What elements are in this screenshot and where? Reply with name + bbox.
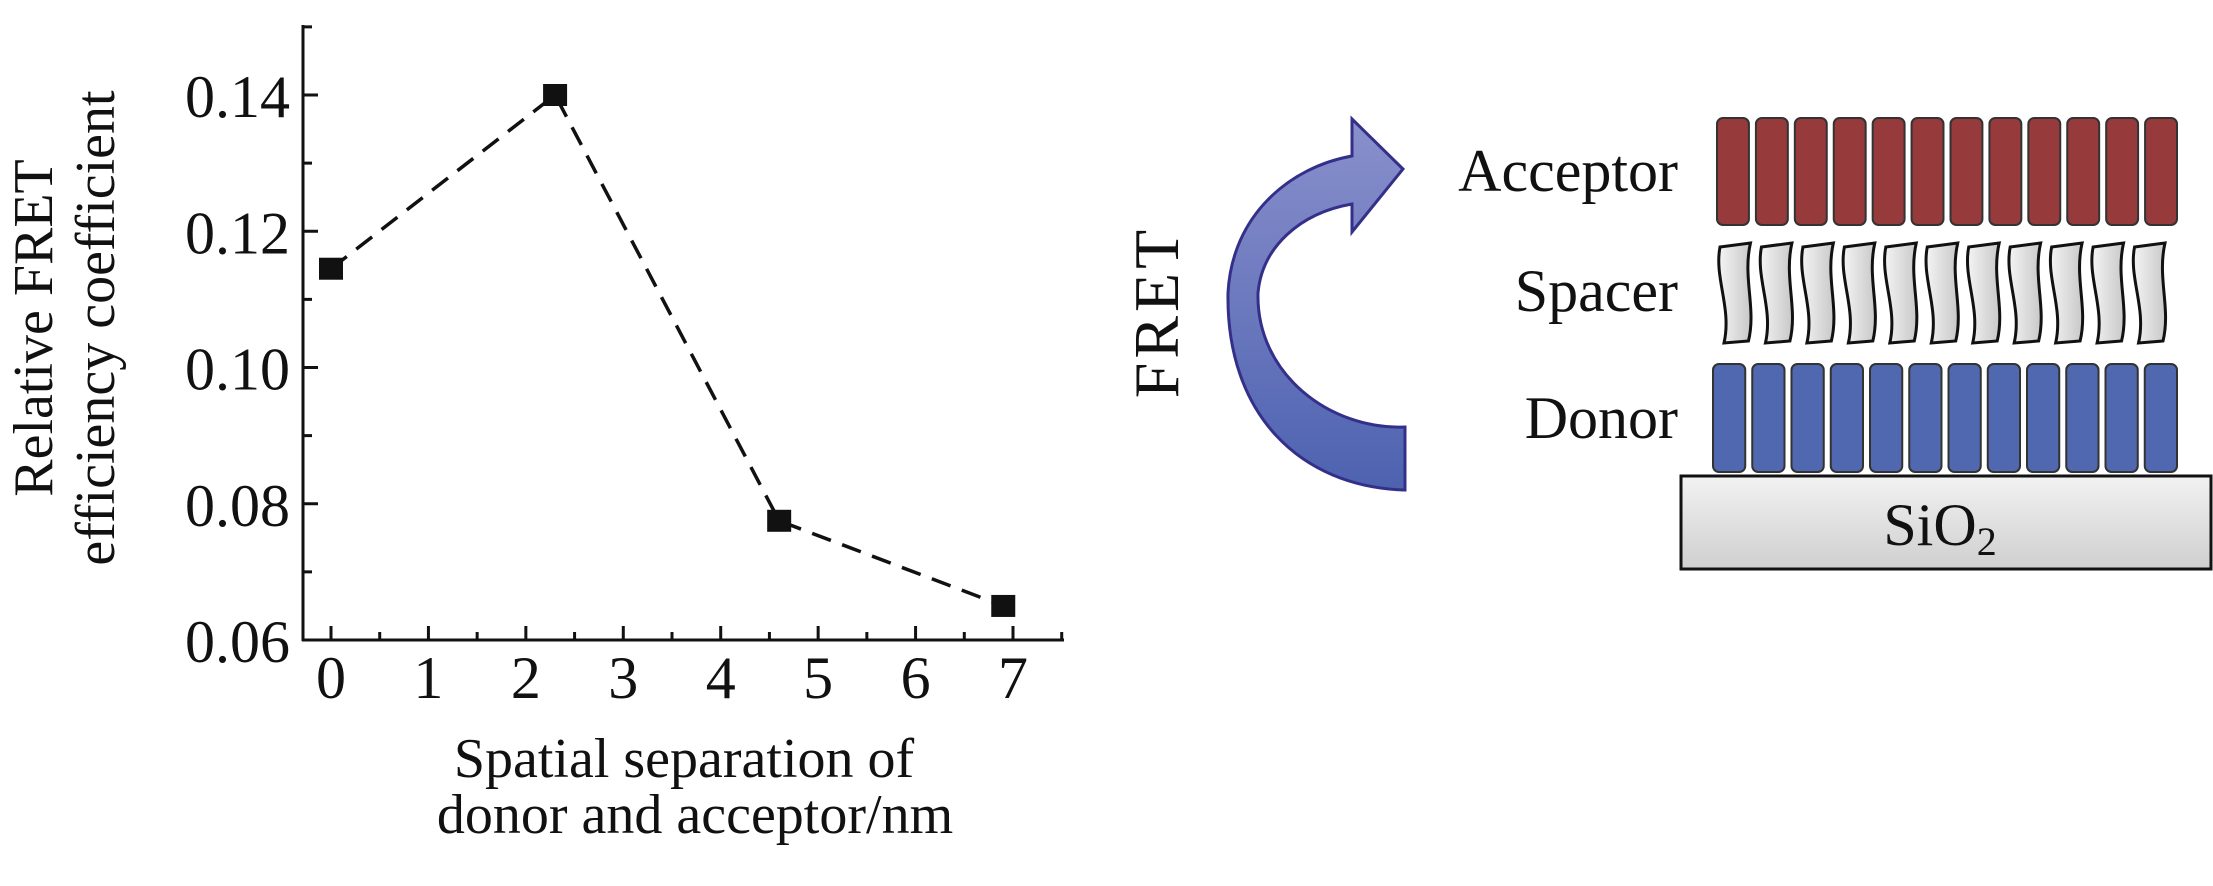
fret-arrow-icon bbox=[1226, 115, 1407, 492]
y-tick-label: 0.08 bbox=[185, 473, 290, 539]
spacer-molecule bbox=[2090, 241, 2126, 345]
y-tick-label: 0.14 bbox=[185, 64, 290, 130]
spacer-molecule bbox=[1717, 241, 1753, 345]
data-point bbox=[319, 257, 343, 280]
x-tick-label: 6 bbox=[901, 645, 931, 711]
donor-label: Donor bbox=[1525, 385, 1678, 451]
y-tick-label: 0.12 bbox=[185, 200, 290, 266]
x-tick-label: 5 bbox=[803, 645, 833, 711]
molecule-bar bbox=[2105, 117, 2140, 226]
acceptor-layer bbox=[1716, 117, 2178, 226]
spacer-molecule bbox=[1758, 241, 1794, 345]
donor-layer bbox=[1712, 363, 2178, 473]
x-tick-label: 0 bbox=[316, 645, 346, 711]
molecule-bar bbox=[1869, 363, 1904, 473]
x-tick-label: 1 bbox=[413, 645, 443, 711]
spacer-molecule bbox=[1924, 241, 1960, 345]
spacer-molecule bbox=[1841, 241, 1877, 345]
molecule-bar bbox=[2066, 117, 2101, 226]
x-tick-label: 4 bbox=[706, 645, 736, 711]
sio2-substrate bbox=[1679, 474, 2213, 571]
molecule-bar bbox=[2027, 117, 2062, 226]
x-axis-label-line1: Spatial separation of bbox=[454, 728, 915, 790]
molecule-bar bbox=[1716, 117, 1750, 226]
molecule-bar bbox=[1790, 363, 1825, 473]
data-point bbox=[767, 509, 792, 532]
spacer-molecule bbox=[2007, 241, 2043, 345]
molecule-bar bbox=[1829, 363, 1864, 473]
sio2-label: SiO2 bbox=[1883, 492, 1996, 564]
x-tick-label: 7 bbox=[998, 645, 1028, 711]
molecule-bar bbox=[2143, 363, 2178, 473]
acceptor-label: Acceptor bbox=[1458, 138, 1678, 204]
molecule-bar bbox=[1751, 363, 1786, 473]
sio2-label-subscript: 2 bbox=[1977, 519, 1997, 564]
y-axis-label-line1: Relative FRET bbox=[3, 159, 65, 497]
spacer-layer bbox=[1717, 241, 2168, 345]
molecule-bar bbox=[2065, 363, 2100, 473]
x-tick-label: 2 bbox=[511, 645, 541, 711]
fret-diagram: FRET Acceptor Spacer Donor SiO2 bbox=[1121, 115, 2213, 571]
y-tick-label: 0.06 bbox=[185, 609, 290, 675]
molecule-bar bbox=[2104, 363, 2139, 473]
molecule-bar bbox=[1793, 117, 1828, 226]
sio2-label-main: SiO bbox=[1883, 492, 1976, 558]
x-axis-label-line2: donor and acceptor/nm bbox=[437, 784, 953, 846]
molecule-bar bbox=[1832, 117, 1867, 226]
spacer-molecule bbox=[1800, 241, 1836, 345]
data-point bbox=[991, 594, 1016, 617]
molecule-bar bbox=[1947, 363, 1982, 473]
spacer-molecule bbox=[2131, 241, 2168, 345]
molecule-bar bbox=[1986, 363, 2021, 473]
molecule-bar bbox=[1908, 363, 1943, 473]
series-line bbox=[329, 92, 1004, 608]
molecule-bar bbox=[2026, 363, 2061, 473]
y-tick-label: 0.10 bbox=[185, 337, 290, 403]
y-axis-label-line2: efficiency coefficient bbox=[65, 90, 127, 566]
molecule-bar bbox=[1910, 117, 1945, 226]
molecule-bar bbox=[1988, 117, 2023, 226]
fret-label: FRET bbox=[1121, 226, 1192, 398]
molecule-bar bbox=[1712, 363, 1747, 473]
spacer-molecule bbox=[1966, 241, 2002, 345]
x-tick-label: 3 bbox=[608, 645, 638, 711]
molecule-bar bbox=[1754, 117, 1789, 226]
molecule-bar bbox=[1871, 117, 1906, 226]
data-point bbox=[543, 84, 568, 106]
spacer-molecule bbox=[2048, 241, 2085, 345]
spacer-label: Spacer bbox=[1515, 258, 1678, 324]
molecule-bar bbox=[2144, 117, 2178, 226]
chart: 0.06 0.08 0.10 0.12 0.14 0 1 2 3 4 5 6 7 Spatial se… bbox=[3, 25, 1064, 846]
molecule-bar bbox=[1949, 117, 1984, 226]
spacer-molecule bbox=[1883, 241, 1919, 345]
